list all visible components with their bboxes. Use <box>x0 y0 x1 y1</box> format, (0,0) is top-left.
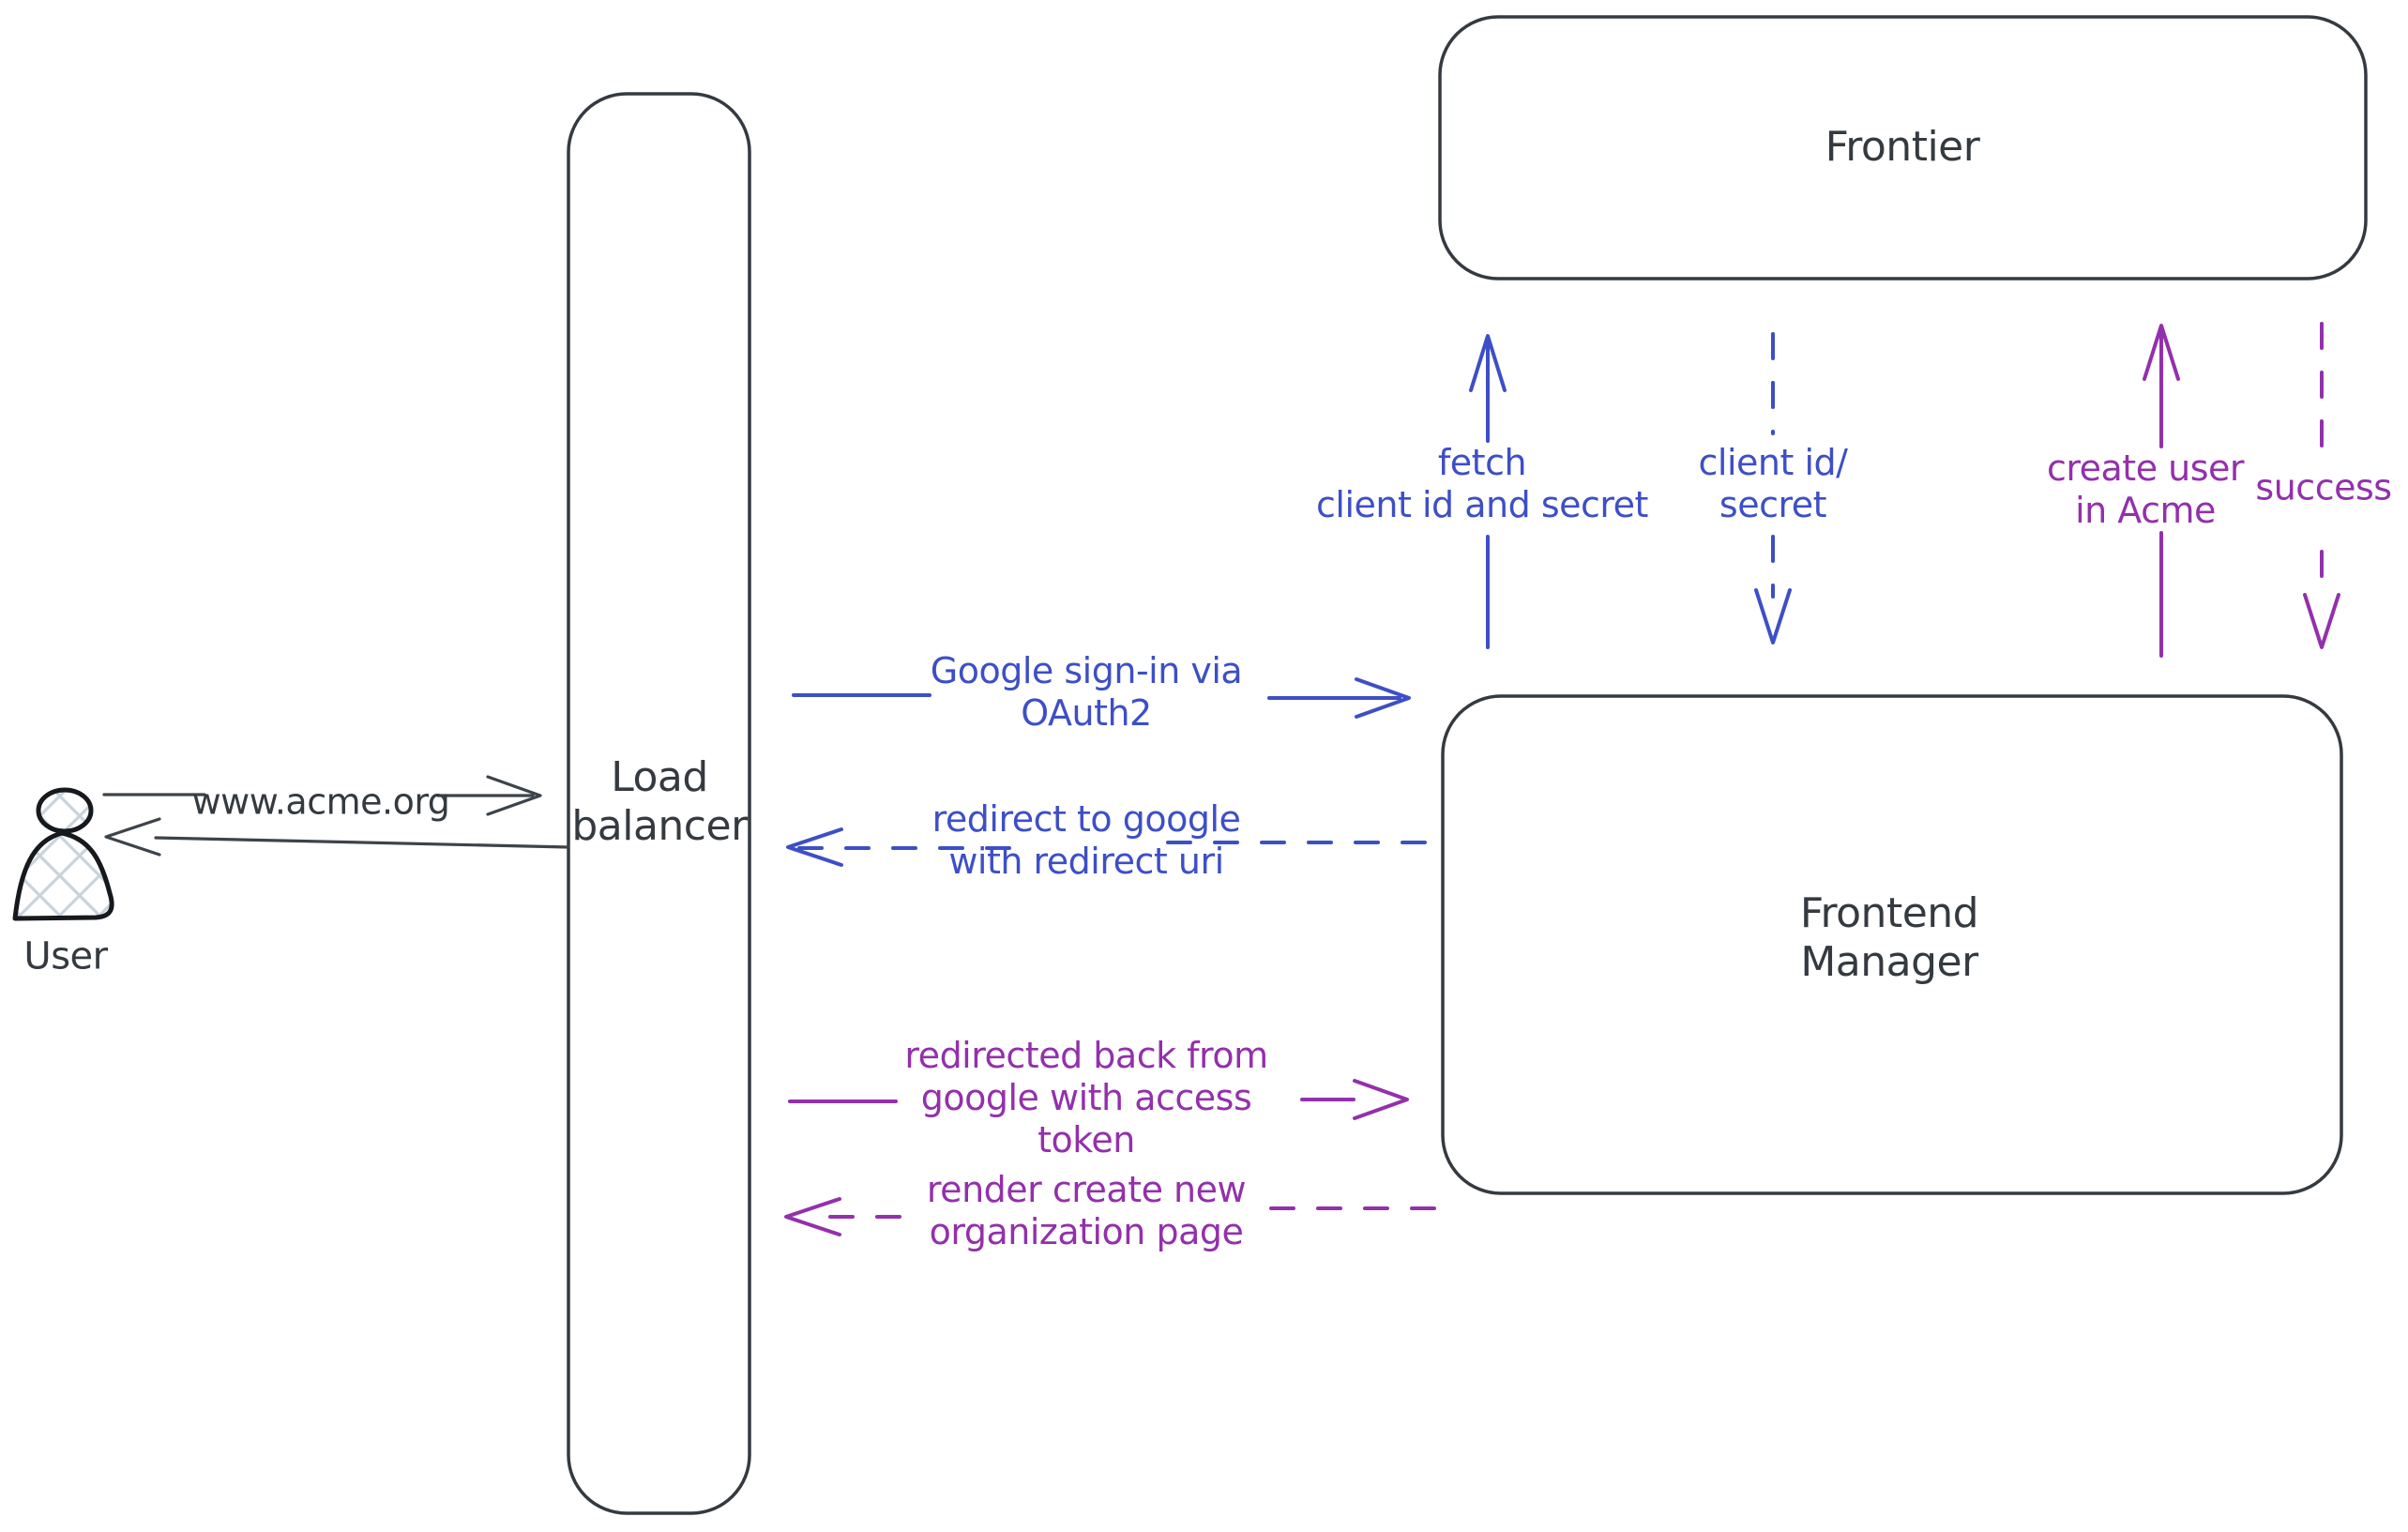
www-acme-arrow <box>102 775 542 816</box>
person-icon <box>12 787 114 921</box>
person-body <box>12 830 114 921</box>
google-signin-arrow <box>792 677 1411 719</box>
lb-to-user-arrow <box>104 817 570 857</box>
success-arrow <box>2303 322 2340 649</box>
person-head <box>36 787 94 834</box>
frontier-box <box>1438 15 2368 281</box>
client-id-secret-arrow <box>1754 332 1792 645</box>
redirect-to-google-arrow <box>786 827 1439 867</box>
redirected-back-arrow <box>788 1079 1409 1120</box>
frontend-manager-box <box>1441 694 2343 1195</box>
create-user-arrow <box>2143 324 2180 658</box>
render-org-page-arrow <box>784 1197 1439 1236</box>
load-balancer-box <box>567 92 751 1515</box>
fetch-client-arrow <box>1469 334 1507 649</box>
